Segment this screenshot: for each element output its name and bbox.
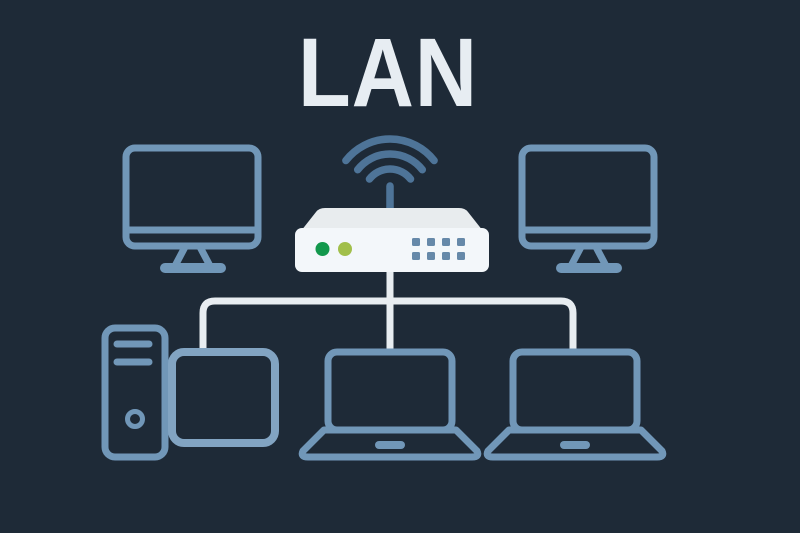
laptop-icon-right — [483, 348, 667, 461]
monitor-stand-leg — [196, 243, 213, 268]
laptop-icon-center — [298, 348, 482, 461]
monitor-screen — [122, 144, 262, 250]
ethernet-port-indicator — [457, 238, 465, 246]
wifi-arc-large — [342, 135, 438, 165]
router-led-yellow-green — [338, 242, 352, 256]
monitor-stand-leg — [568, 243, 585, 268]
ethernet-port-indicator — [427, 252, 435, 260]
router-led-green — [315, 242, 330, 256]
router-top-face — [301, 208, 483, 231]
monitor-stand-leg — [592, 243, 609, 268]
desktop-monitor-icon-left — [122, 144, 262, 273]
monitor-stand-leg — [172, 243, 189, 268]
desktop-monitor-icon-right — [518, 144, 658, 273]
ethernet-port-indicator — [442, 238, 450, 246]
diagram-title: LAN — [298, 18, 478, 127]
network-cables — [199, 266, 577, 356]
router-front-face — [295, 228, 489, 272]
wifi-router-icon — [295, 208, 489, 272]
ethernet-port-indicator — [412, 238, 420, 246]
wifi-arc-medium — [353, 150, 427, 174]
ethernet-port-indicator — [427, 238, 435, 246]
ethernet-port-indicator — [457, 252, 465, 260]
router-port-grid — [412, 238, 465, 260]
monitor-screen — [518, 144, 658, 250]
laptop-base — [298, 426, 482, 461]
tower-case — [101, 324, 169, 461]
ethernet-port-indicator — [412, 252, 420, 260]
ethernet-port-indicator — [442, 252, 450, 260]
network-devices — [101, 144, 667, 461]
desktop-tower-icon — [101, 324, 169, 461]
laptop-base — [483, 426, 667, 461]
tower-power-button — [125, 409, 145, 429]
display-panel-icon — [168, 348, 279, 447]
wifi-arc-small — [365, 165, 415, 183]
